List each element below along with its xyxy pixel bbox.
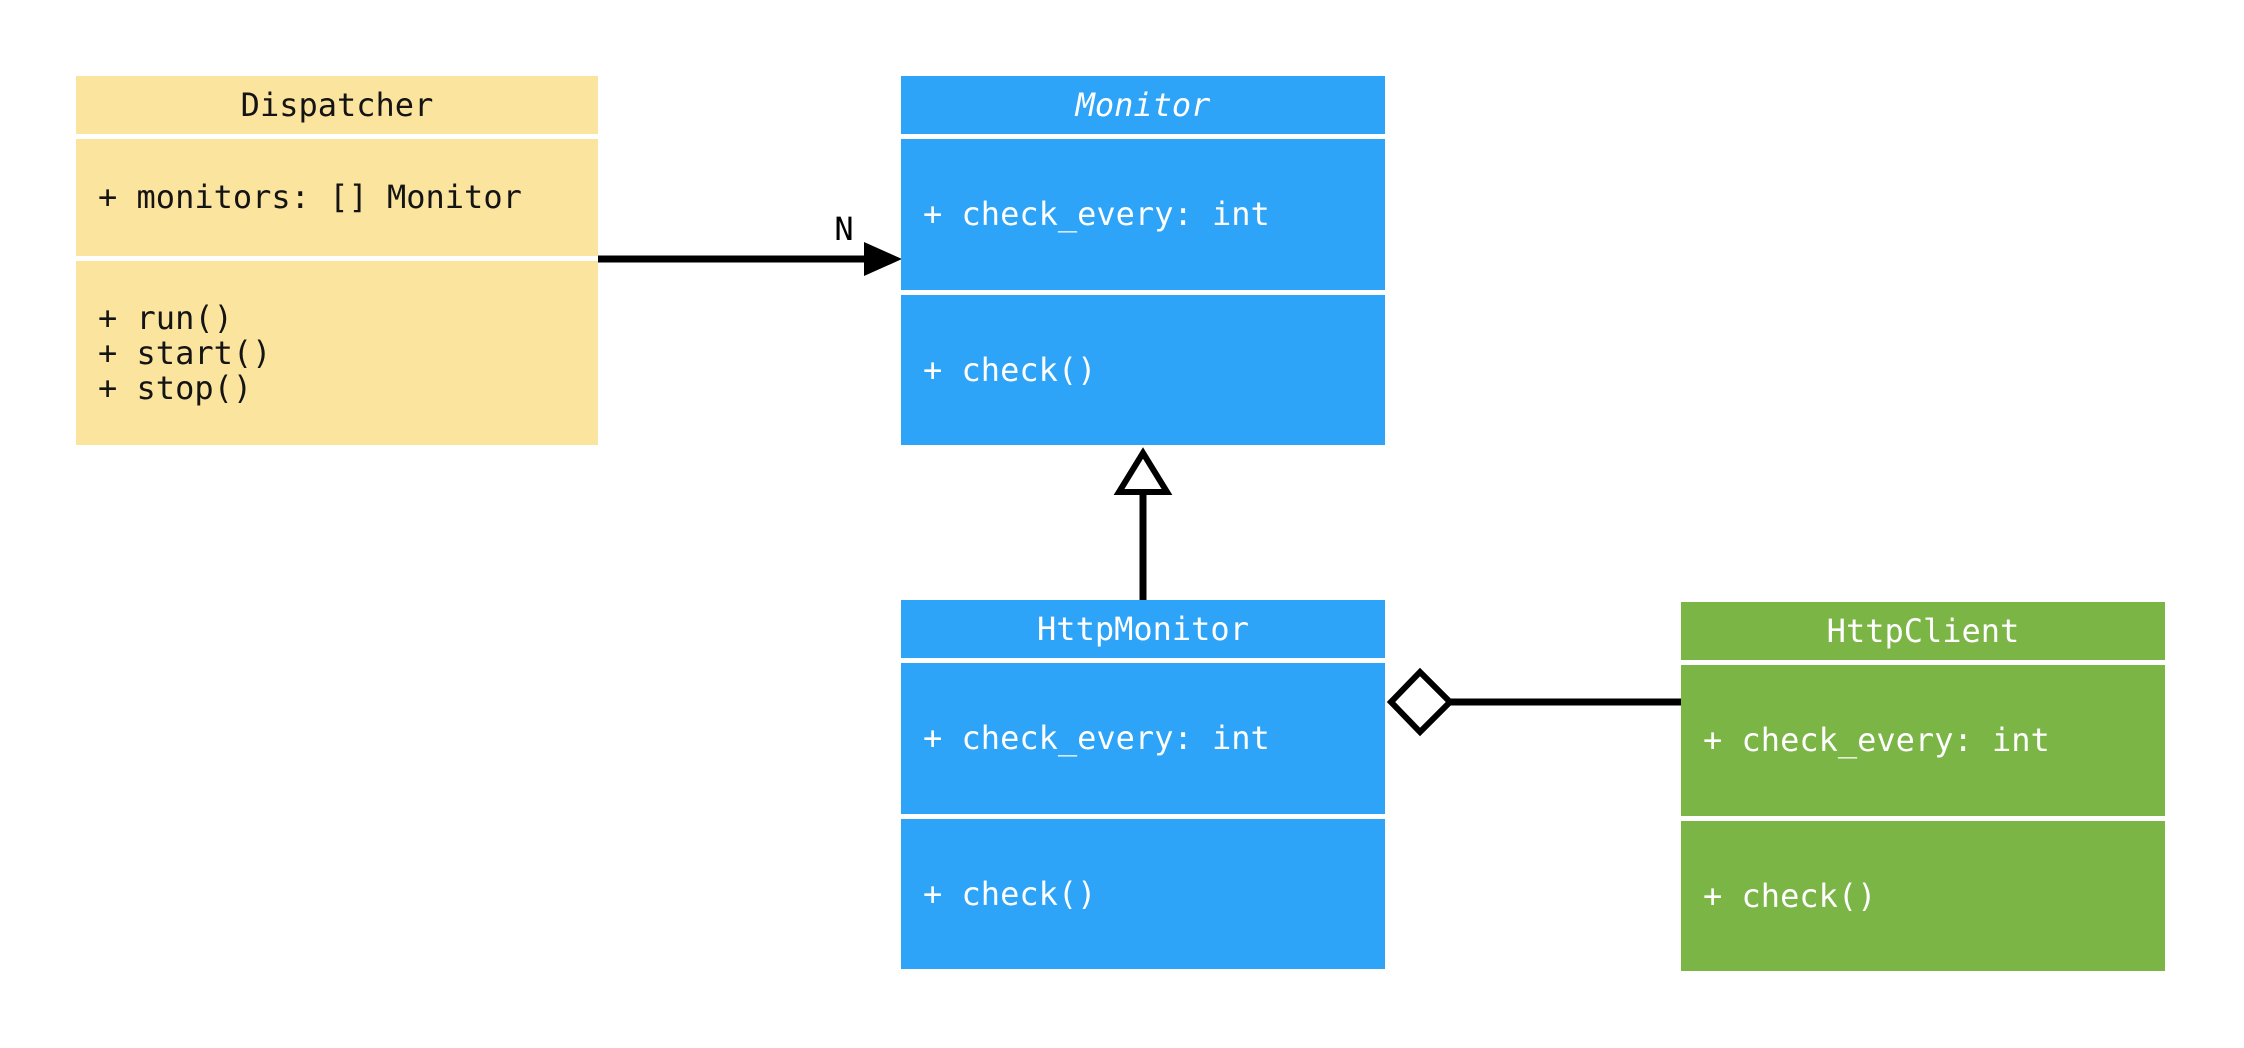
class-dispatcher-methods: + run() + start() + stop() <box>76 261 598 445</box>
class-httpclient-attributes: + check_every: int <box>1681 665 2165 816</box>
association-multiplicity-label: N <box>834 210 854 248</box>
attribute-line: + check_every: int <box>923 719 1270 757</box>
method-line: + stop() <box>98 368 253 407</box>
method-line: + run() <box>98 298 233 337</box>
method-line: + check() <box>1703 876 1877 915</box>
attribute-line: + monitors: [] Monitor <box>98 178 522 216</box>
class-httpmonitor-attributes: + check_every: int <box>901 663 1385 814</box>
class-httpmonitor-methods: + check() <box>901 819 1385 969</box>
method-line: + check() <box>923 350 1097 389</box>
method-line: + start() <box>98 333 272 372</box>
class-monitor-attributes: + check_every: int <box>901 139 1385 290</box>
method-line: + check() <box>923 874 1097 913</box>
attribute-line: + check_every: int <box>1703 721 2050 759</box>
inheritance-edge-httpmonitor-monitor <box>1113 447 1173 600</box>
class-monitor-methods: + check() <box>901 295 1385 445</box>
class-monitor-title: Monitor <box>901 76 1385 134</box>
filled-arrowhead-icon <box>864 242 902 276</box>
class-dispatcher-title: Dispatcher <box>76 76 598 134</box>
attribute-line: + check_every: int <box>923 195 1270 233</box>
aggregation-edge-httpmonitor-httpclient <box>1386 667 1681 737</box>
class-httpclient-title: HttpClient <box>1681 602 2165 660</box>
hollow-triangle-icon <box>1113 447 1173 495</box>
class-dispatcher: Dispatcher + monitors: [] Monitor + run(… <box>76 76 598 445</box>
class-httpmonitor: HttpMonitor + check_every: int + check() <box>901 600 1385 969</box>
class-httpclient: HttpClient + check_every: int + check() <box>1681 602 2165 971</box>
hollow-diamond-icon <box>1386 667 1455 737</box>
class-monitor: Monitor + check_every: int + check() <box>901 76 1385 445</box>
class-httpmonitor-title: HttpMonitor <box>901 600 1385 658</box>
class-dispatcher-attributes: + monitors: [] Monitor <box>76 139 598 256</box>
class-httpclient-methods: + check() <box>1681 821 2165 971</box>
